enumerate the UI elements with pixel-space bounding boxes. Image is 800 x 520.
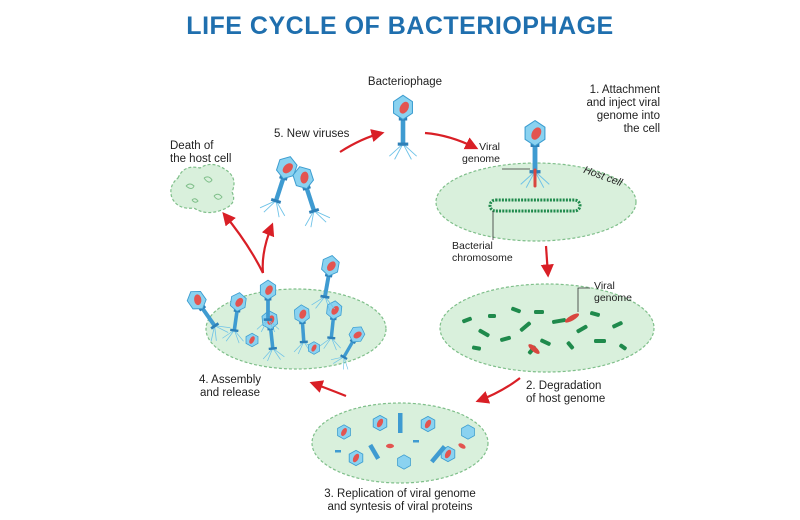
arrow-attachment-to-degradation	[540, 245, 554, 278]
label-step5: 5. New viruses	[274, 128, 350, 140]
viral-genome-red-2	[528, 344, 540, 354]
label-death: Death of the host cell	[170, 140, 232, 165]
label-step1: 1. Attachment and inject viral genome in…	[586, 84, 660, 135]
dead-host-cell	[170, 163, 235, 214]
diagram-title: LIFE CYCLE OF BACTERIOPHAGE	[186, 12, 614, 40]
label-bacterial-chromosome: Bacterial chromosome	[452, 240, 513, 264]
host-cell-degradation	[439, 283, 655, 373]
arrow-phage-to-attachment	[424, 131, 479, 150]
viral-genome-red-1	[564, 313, 580, 323]
arrow-new-viruses-to-phage	[339, 129, 385, 153]
arrow-assembly-to-death	[222, 211, 264, 274]
label-viral-genome-right: Viral genome	[594, 280, 632, 304]
label-viral-genome-top: Viral genome	[462, 141, 500, 165]
dead-cell-debris	[185, 176, 223, 203]
phage-top	[388, 94, 418, 160]
arrow-assembly-to-new-viruses	[261, 222, 275, 274]
label-bacteriophage: Bacteriophage	[367, 76, 443, 88]
arrow-degradation-to-replication	[475, 377, 521, 404]
degraded-fragments	[462, 306, 627, 355]
label-step4: 4. Assembly and release	[199, 374, 261, 399]
label-step3: 3. Replication of viral genome and synte…	[324, 488, 476, 513]
arrow-replication-to-assembly	[309, 380, 347, 398]
label-step2: 2. Degradation of host genome	[526, 380, 606, 405]
replication-parts	[335, 413, 475, 470]
bacterial-chromosome-shape	[488, 198, 582, 213]
